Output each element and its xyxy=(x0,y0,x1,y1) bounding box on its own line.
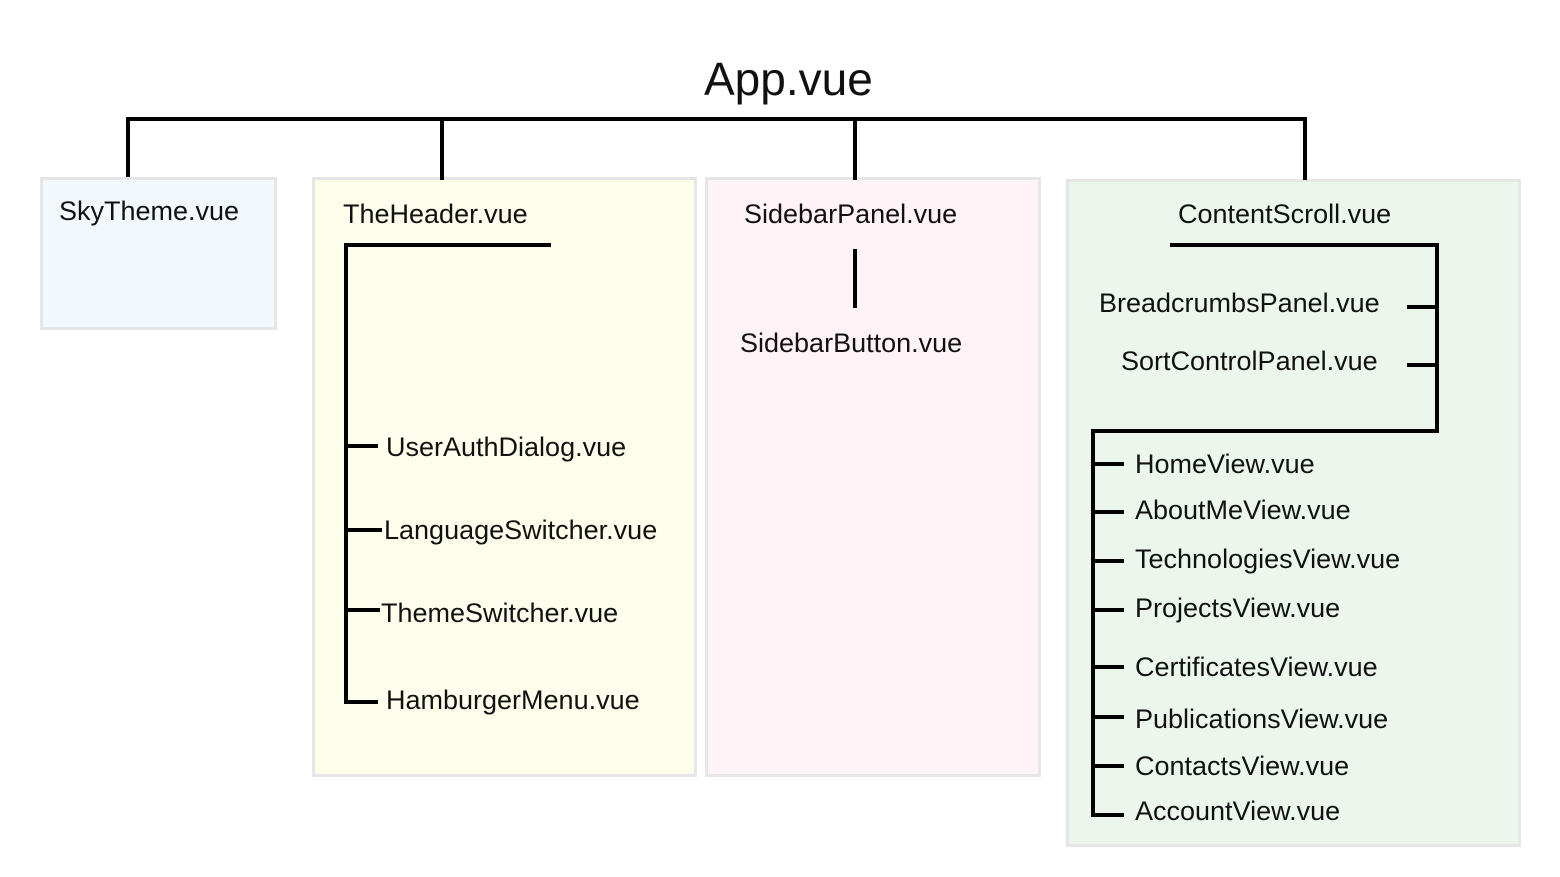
header-child-themeswitcher: ThemeSwitcher.vue xyxy=(381,598,619,628)
theheader-box xyxy=(312,177,697,777)
header-child-hamburgermenu: HamburgerMenu.vue xyxy=(386,685,640,715)
view-projects: ProjectsView.vue xyxy=(1135,593,1341,623)
view-contacts: ContactsView.vue xyxy=(1135,751,1350,781)
content-panel-breadcrumbs: BreadcrumbsPanel.vue xyxy=(1099,288,1380,318)
sidebarbutton-label: SidebarButton.vue xyxy=(740,328,963,358)
view-home: HomeView.vue xyxy=(1135,449,1315,479)
header-child-languageswitcher: LanguageSwitcher.vue xyxy=(384,515,658,545)
theheader-label: TheHeader.vue xyxy=(343,199,528,229)
skytheme-box xyxy=(40,177,277,330)
content-panel-sortcontrol: SortControlPanel.vue xyxy=(1121,346,1378,376)
skytheme-label: SkyTheme.vue xyxy=(59,196,240,226)
sidebarpanel-box xyxy=(705,177,1041,777)
view-aboutme: AboutMeView.vue xyxy=(1135,495,1351,525)
header-child-userauthdialog: UserAuthDialog.vue xyxy=(386,432,627,462)
view-publications: PublicationsView.vue xyxy=(1135,704,1389,734)
view-certificates: CertificatesView.vue xyxy=(1135,652,1378,682)
view-technologies: TechnologiesView.vue xyxy=(1135,544,1401,574)
sidebarpanel-label: SidebarPanel.vue xyxy=(744,199,958,229)
contentscroll-box xyxy=(1066,179,1521,847)
view-account: AccountView.vue xyxy=(1135,796,1341,826)
contentscroll-label: ContentScroll.vue xyxy=(1178,199,1392,229)
root-label: App.vue xyxy=(704,53,873,105)
